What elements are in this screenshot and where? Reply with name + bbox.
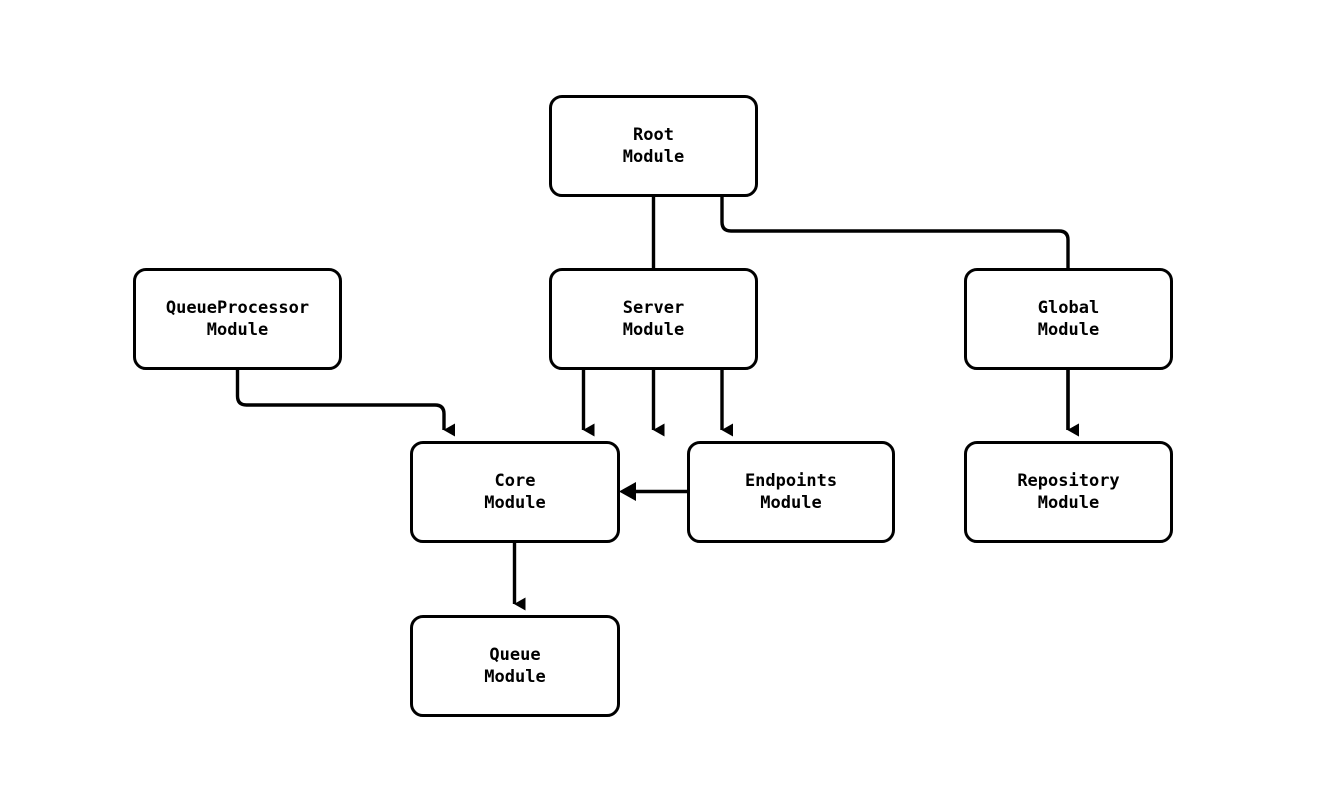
node-global-line1: Global <box>1037 298 1100 318</box>
node-endpoints-line1: Endpoints <box>744 471 838 491</box>
node-queueprocessor-line2: Module <box>206 320 269 340</box>
node-root-line1: Root <box>633 125 674 145</box>
node-repository-line1: Repository <box>1017 471 1120 491</box>
node-repository-line2: Module <box>1037 493 1100 513</box>
node-endpoints-line2: Module <box>760 493 822 513</box>
node-queueprocessor-line1: QueueProcessor <box>165 298 310 318</box>
node-global-line2: Module <box>1037 320 1100 340</box>
node-root-line2: Module <box>622 147 685 167</box>
node-core-line1: Core <box>494 471 536 491</box>
node-core[interactable]: Core Module <box>410 441 620 543</box>
node-server[interactable]: Server Module <box>549 268 758 370</box>
node-core-line2: Module <box>484 493 546 513</box>
node-root[interactable]: Root Module <box>549 95 758 197</box>
edge-queueprocessor-core <box>235 370 455 437</box>
node-server-line1: Server <box>622 298 685 318</box>
node-endpoints[interactable]: Endpoints Module <box>687 441 895 543</box>
node-queueprocessor[interactable]: QueueProcessor Module <box>133 268 342 370</box>
node-queue[interactable]: Queue Module <box>410 615 620 717</box>
node-repository[interactable]: Repository Module <box>964 441 1173 543</box>
edge-endpoints-core <box>619 482 687 501</box>
node-queue-line2: Module <box>484 667 546 687</box>
node-queue-line1: Queue <box>489 645 541 665</box>
node-server-line2: Module <box>622 320 685 340</box>
node-global[interactable]: Global Module <box>964 268 1173 370</box>
